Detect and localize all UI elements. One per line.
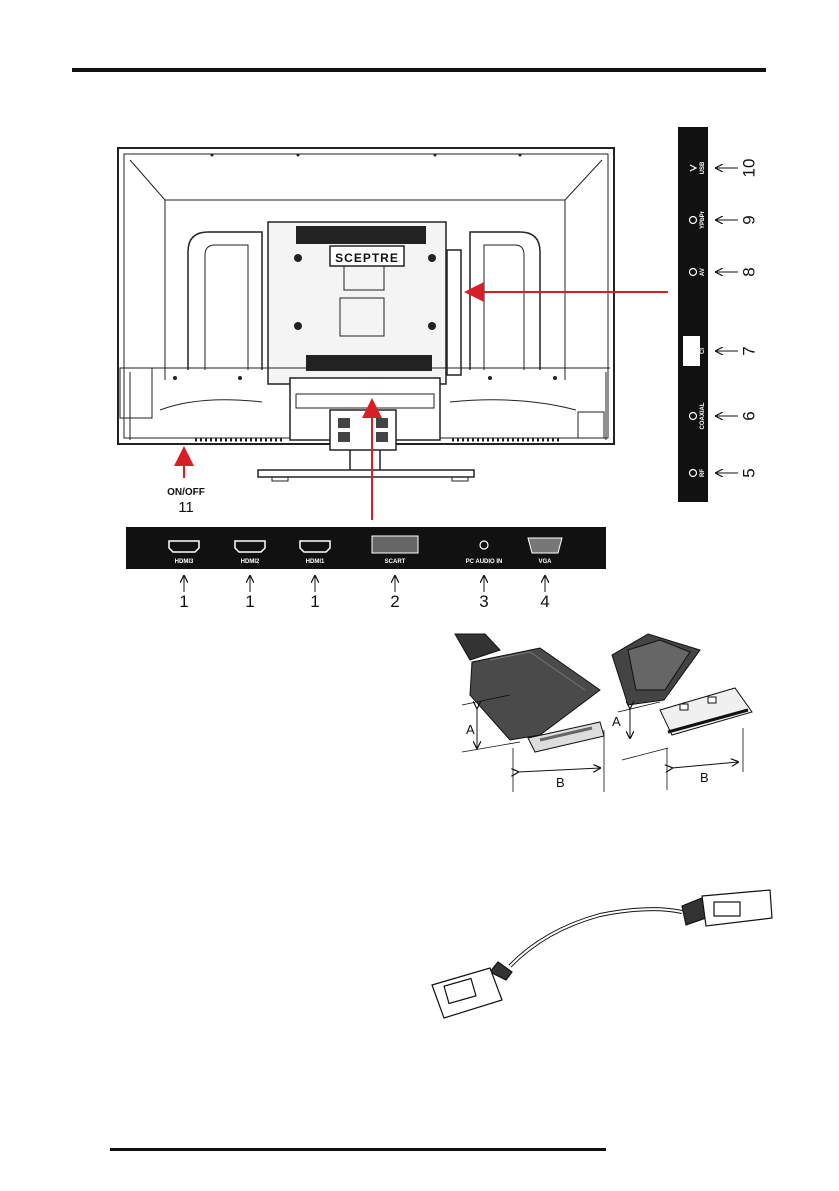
bottom-panel-ports [168,535,563,554]
hdmi-connector-illustration [454,633,605,792]
side-port-label: COAXIAL [700,402,706,429]
port-number: 1 [179,592,188,611]
usb-cable-illustration [431,889,773,1019]
bottom-port-label: PC AUDIO IN [466,559,503,565]
usb-port-icon [689,164,698,172]
jack-icon [688,267,698,277]
port-number: 2 [390,592,399,611]
bottom-connector-panel [126,527,606,569]
top-rule [72,68,766,72]
side-port-label: RF [700,469,706,477]
hdmi-port-icon [299,540,331,553]
side-port-label: YPbPr [700,210,706,229]
vga-port-icon [527,537,563,554]
hdmi-dim-b: B [556,775,565,790]
bottom-port-label: SCART [385,559,406,565]
port-number: 7 [739,346,758,355]
bottom-port-label: HDMI2 [241,559,260,565]
hdmi-port-icon [168,540,200,553]
jack-icon [688,215,698,225]
usb-dim-b: B [700,770,709,785]
bottom-rule [110,1148,606,1151]
usb-dim-a: A [612,714,621,729]
side-port-label: AV [700,268,706,276]
screws [173,153,557,380]
side-port-label: CI [700,348,706,354]
port-number: 8 [739,267,758,276]
hdmi-dim-a: A [466,722,475,737]
scart-port-icon [371,535,419,554]
brand-logo: SCEPTRE [335,251,399,265]
port-number: 1 [310,592,319,611]
port-number: 10 [739,159,758,178]
side-port-label: USB [700,161,706,174]
port-number: 4 [540,592,549,611]
power-label: ON/OFF [167,487,205,498]
bottom-port-label: HDMI3 [175,559,194,565]
side-panel-ports [683,164,700,478]
jack-icon [688,411,698,421]
usb-connector-illustration [611,633,753,790]
port-number: 3 [479,592,488,611]
port-number: 1 [245,592,254,611]
tv-back [117,147,615,482]
power-number: 11 [178,499,194,516]
jack-icon [688,468,698,478]
hdmi-port-icon [234,540,266,553]
bottom-port-label: VGA [538,559,552,565]
side-connector-panel [678,127,708,502]
port-number: 5 [739,468,758,477]
bottom-port-label: HDMI1 [306,559,325,565]
port-number: 6 [739,411,758,420]
audio-jack-icon [479,540,489,550]
ci-slot-icon [683,336,700,366]
port-number: 9 [739,215,758,224]
